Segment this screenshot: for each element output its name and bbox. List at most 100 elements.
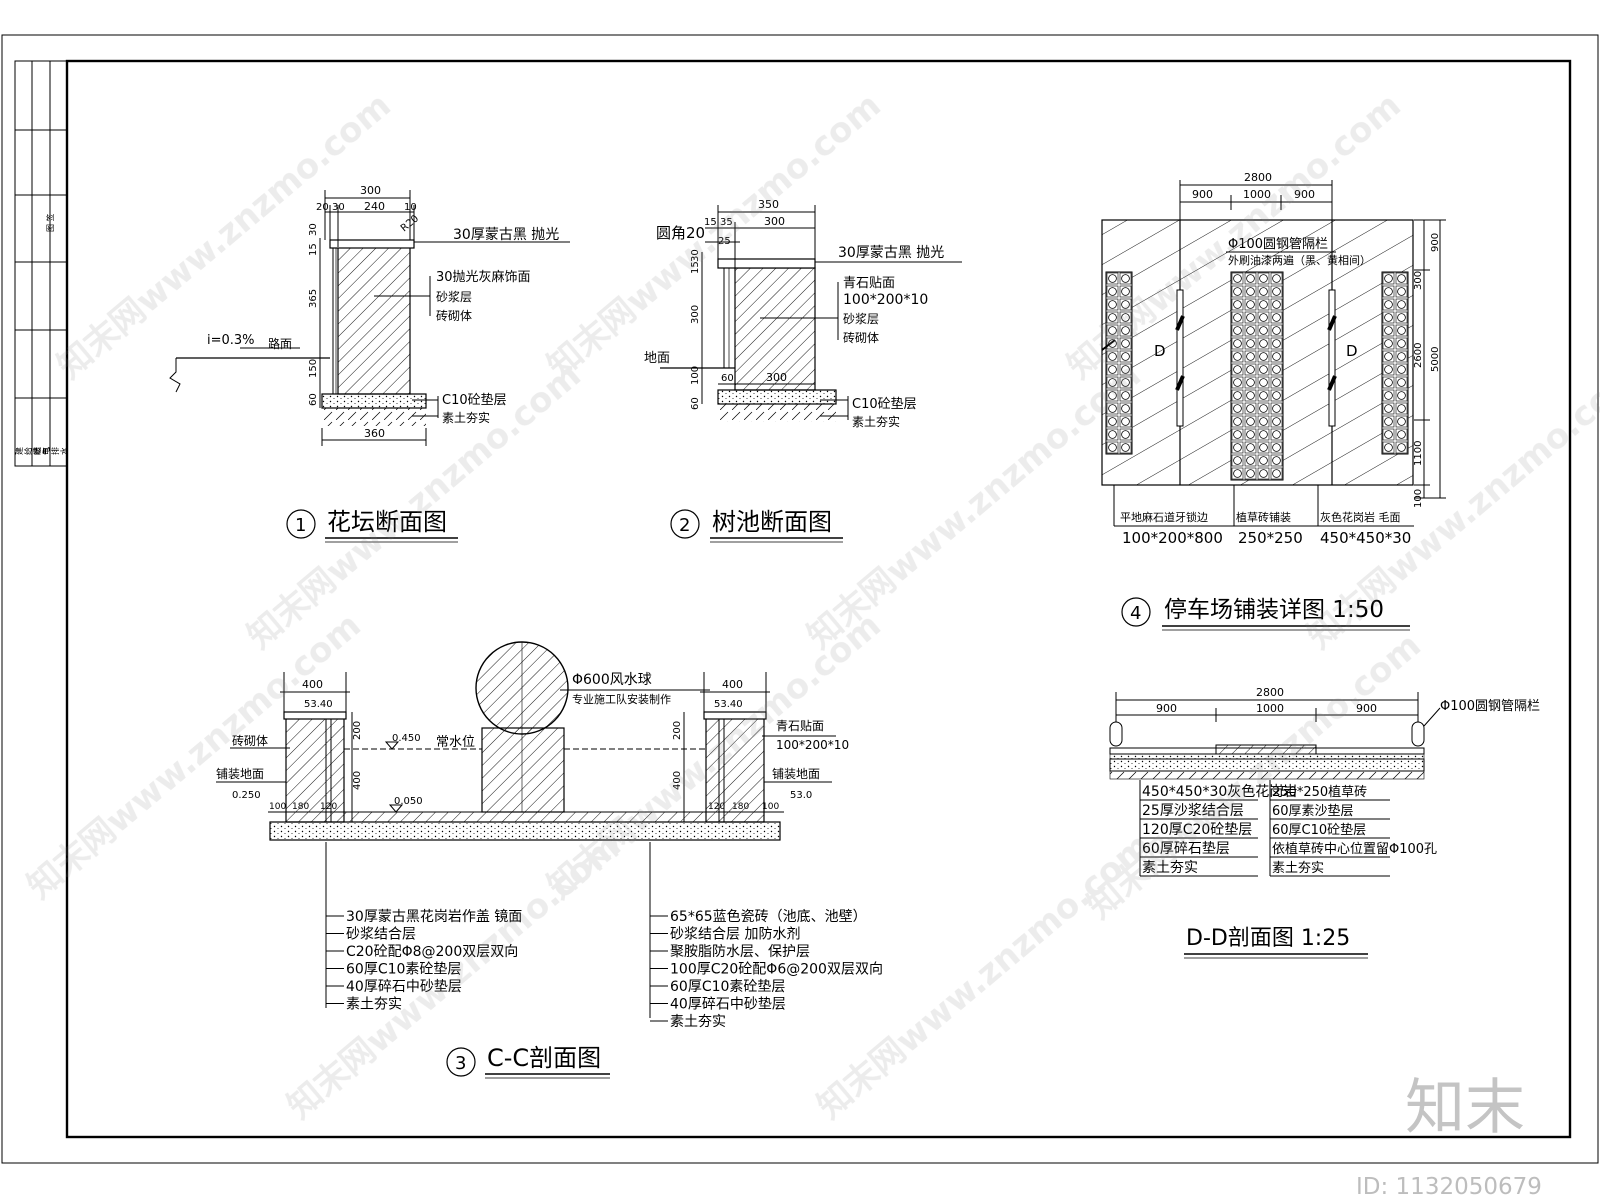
grass-brick-hole [1121, 313, 1130, 322]
grass-brick-cell [1257, 389, 1270, 402]
dim: 350 [758, 198, 779, 211]
grass-brick-hole [1272, 443, 1281, 452]
grass-brick-cell [1244, 376, 1257, 389]
grass-brick-hole [1397, 313, 1406, 322]
grass-brick-cell [1119, 389, 1132, 402]
grass-brick-hole [1108, 274, 1117, 283]
rail-post [1109, 721, 1123, 747]
grass-brick-hole [1384, 365, 1393, 374]
brick-body [337, 246, 411, 395]
grass-brick-hole [1121, 287, 1130, 296]
grass-brick-cell [1244, 324, 1257, 337]
construction-note: 65*65蓝色瓷砖（池底、池壁） [670, 908, 867, 925]
left-cap [283, 711, 347, 720]
layer-note: 依植草砖中心位置留Φ100孔 [1272, 842, 1437, 857]
grass-brick-grid [1381, 271, 1409, 455]
grass-brick-hole [1246, 326, 1255, 335]
grass-brick-cell [1106, 376, 1119, 389]
grass-brick-cell [1244, 298, 1257, 311]
grass-brick-cell [1244, 428, 1257, 441]
grass-brick-cell [1270, 272, 1283, 285]
detail-number: 4 [1130, 603, 1141, 624]
grass-brick-cell [1119, 272, 1132, 285]
grass-brick-cell [1244, 402, 1257, 415]
detail-3-pool-section: 0.450 常水位 0.050 Φ600风水球 专业施工队安装制作 400 53… [216, 641, 883, 1079]
detail-title: C-C剖面图 [487, 1044, 601, 1072]
grass-brick-hole [1384, 430, 1393, 439]
construction-note: 40厚碎石中砂垫层 [346, 979, 462, 995]
outer-frame [1, 34, 1599, 1164]
grass-brick-cell [1395, 337, 1408, 350]
base-slab [269, 821, 781, 841]
grass-brick-cell [1395, 285, 1408, 298]
grass-brick-hole [1272, 326, 1281, 335]
grass-brick-hole [1272, 378, 1281, 387]
grass-brick-hole [1108, 287, 1117, 296]
grass-brick-hole [1233, 326, 1242, 335]
corner-label: 圆角20 [656, 224, 705, 242]
note: 素土夯实 [442, 410, 490, 425]
grass-brick-hole [1108, 339, 1117, 348]
detail-title: 花坛断面图 [327, 508, 447, 536]
grass-brick-hole [1272, 404, 1281, 413]
dim: 60 [308, 393, 319, 406]
layer-note: 450*450*30灰色花岗岩 [1142, 783, 1297, 800]
grass-brick-hole [1246, 287, 1255, 296]
grass-brick-hole [1246, 300, 1255, 309]
detail-number-circle [670, 509, 700, 539]
section-mark: D [1154, 342, 1166, 360]
grass-brick-cell [1395, 363, 1408, 376]
grass-brick-hole [1384, 287, 1393, 296]
concrete-bed [321, 393, 427, 409]
grass-brick-hole [1384, 378, 1393, 387]
grass-brick-hole [1384, 404, 1393, 413]
grass-brick-hole [1397, 430, 1406, 439]
layer-note: 25厚沙浆结合层 [1142, 803, 1244, 819]
dim: 15 [690, 261, 701, 274]
grass-brick-cell [1382, 272, 1395, 285]
grass-brick-hole [1233, 313, 1242, 322]
level: 0.250 [232, 790, 261, 801]
grass-brick-cell [1231, 324, 1244, 337]
watermark-id: ID: 1132050679 [1356, 1174, 1542, 1200]
grass-brick-cell [1231, 311, 1244, 324]
grass-brick-cell [1244, 272, 1257, 285]
soil [718, 404, 836, 422]
detail-4-parking-paving: D D Φ100圆钢管隔栏 外刷油漆两遍（黑、黄相间） 2800 900 100… [1101, 171, 1446, 631]
road-label: 路面 [268, 336, 292, 351]
grass-brick-cell [1382, 298, 1395, 311]
grass-brick-cell [1270, 311, 1283, 324]
grass-brick-hole [1259, 352, 1268, 361]
construction-note: 40厚碎石中砂垫层 [670, 997, 786, 1013]
grass-brick-cell [1106, 324, 1119, 337]
grass-brick-cell [1270, 415, 1283, 428]
grass-brick-cell [1270, 337, 1283, 350]
grass-brick-hole [1397, 404, 1406, 413]
grass-brick-hole [1272, 274, 1281, 283]
grass-brick-hole [1259, 378, 1268, 387]
ball-label: Φ600风水球 [572, 672, 652, 688]
grass-brick-hole [1384, 274, 1393, 283]
grass-brick-hole [1259, 274, 1268, 283]
grass-brick-cell [1395, 311, 1408, 324]
dim: 400 [672, 771, 683, 790]
grass-brick-hole [1246, 274, 1255, 283]
grass-brick-cell [1257, 402, 1270, 415]
dim: 5000 [1430, 347, 1441, 372]
dim: 100 [269, 802, 286, 812]
grass-brick-cell [1382, 441, 1395, 454]
detail-number: 2 [679, 515, 690, 536]
grass-brick-cell [1270, 389, 1283, 402]
dim: 300 [360, 184, 381, 197]
dim: 900 [1192, 188, 1213, 201]
grass-brick-cell [1257, 441, 1270, 454]
grass-brick-cell [1257, 285, 1270, 298]
grass-brick-hole [1233, 469, 1242, 478]
grass-brick-hole [1108, 391, 1117, 400]
grass-brick-cell [1270, 324, 1283, 337]
grass-brick-cell [1231, 415, 1244, 428]
grass-brick-hole [1259, 417, 1268, 426]
grass-brick-cell [1270, 363, 1283, 376]
grass-brick-cell [1244, 311, 1257, 324]
